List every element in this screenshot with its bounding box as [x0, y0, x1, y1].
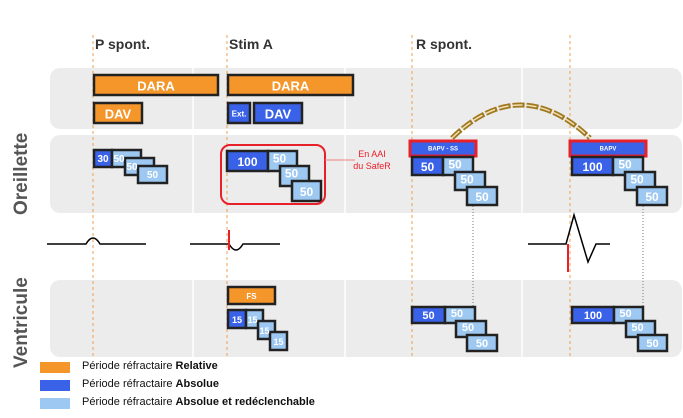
atrium-p-abs-label: 30 [97, 154, 109, 165]
annotation-line2: du SafeR [353, 161, 391, 171]
atrium-r1-retrig-3 [465, 185, 499, 207]
annotation-line1: En AAI [358, 149, 386, 159]
atrium-stim-retrig-2-label: 50 [285, 167, 299, 181]
ventricle-r1-retrig-1-label: 50 [451, 308, 463, 320]
ext-block-label: Ext. [232, 110, 247, 119]
dara-block-stim [226, 73, 355, 97]
atrium-p-retrig-3-label: 50 [147, 170, 159, 181]
atrium-stim-abs-label: 100 [237, 155, 257, 169]
ventricle-r1-retrig-3-label: 50 [476, 338, 488, 350]
legend-retriggerable-prefix: Période réfractaire [82, 396, 176, 408]
dav-block-p-label: DAV [105, 107, 132, 122]
fs-block [226, 285, 277, 306]
ventricle-r1-abs-label: 50 [422, 310, 434, 322]
atrium-stim-retrig-1-label: 50 [273, 152, 287, 166]
atrium-stim-retrig-3-label: 50 [300, 185, 314, 199]
ventricle-r2-retrig-3 [636, 333, 669, 353]
stim-wave [190, 243, 280, 251]
safer-highlight-box [220, 144, 326, 205]
atrium-r1-retrig-1-label: 50 [448, 158, 462, 172]
atrium-r2-retrig-1-label: 50 [618, 158, 632, 172]
ventricle-stim-retrig-1-label: 15 [247, 315, 257, 325]
bapv-ss-badge-label: BAPV - SS [428, 147, 458, 153]
ventricle-panel [50, 280, 682, 357]
legend-retriggerable-keyword: Absolue et redéclenchable [175, 396, 315, 408]
ventricle-r1-retrig-2-label: 50 [462, 322, 474, 334]
legend-swatch-retriggerable [40, 398, 70, 409]
legend-absolute-keyword: Absolue [175, 378, 219, 390]
p-wave [47, 237, 146, 245]
ecg-waveforms [47, 212, 610, 265]
atrium-r1-retrig-3-label: 50 [475, 190, 489, 204]
atrium-r1-abs-label: 50 [421, 160, 435, 174]
column-r-spont: R spont. [416, 36, 472, 52]
atrium-r2-retrig-2-label: 50 [630, 173, 644, 187]
dara-block-p [92, 73, 220, 97]
ext-block [226, 101, 252, 125]
ventricle-r1-retrig-3 [465, 333, 499, 353]
ventricle-label: Ventricule [11, 277, 32, 368]
atrium-r2-abs-label: 100 [582, 160, 602, 174]
ventricle-stim-abs-label: 15 [232, 315, 242, 325]
atrium-p-retrig-1-label: 50 [113, 154, 125, 165]
legend-absolute: Période réfractaire Absolue [82, 378, 219, 390]
bapv-badge-label: BAPV [600, 147, 617, 153]
chain-highlight [451, 104, 591, 139]
legend-retriggerable: Période réfractaire Absolue et redéclenc… [82, 396, 315, 408]
dara-block-p-label: DARA [137, 79, 175, 94]
legend-relative-prefix: Période réfractaire [82, 360, 176, 372]
dav-block-stim-label: DAV [265, 107, 292, 122]
ventricle-r2-abs-label: 100 [584, 310, 602, 322]
legend-relative-keyword: Relative [175, 360, 218, 372]
atrium-panel-bottom [50, 135, 682, 213]
atrium-r2-retrig-3 [635, 185, 669, 207]
dav-block-p [92, 101, 144, 125]
atrium-label: Oreillette [11, 133, 32, 215]
legend-relative: Période réfractaire Relative [82, 360, 218, 372]
atrium-p-retrig-3 [136, 164, 169, 185]
atrium-r1-retrig-2-label: 50 [460, 173, 474, 187]
atrium-r2-retrig-3-label: 50 [645, 190, 659, 204]
r-wave [528, 212, 610, 265]
ventricle-stim-retrig-2-label: 15 [259, 326, 269, 336]
legend-swatch-relative [40, 362, 70, 373]
column-stim-a: Stim A [229, 36, 273, 52]
ventricle-r2-retrig-1-label: 50 [619, 308, 631, 320]
legend-swatch-absolute [40, 380, 70, 391]
ventricle-r2-retrig-3-label: 50 [646, 338, 658, 350]
legend-absolute-prefix: Période réfractaire [82, 378, 176, 390]
period-blocks [92, 73, 669, 353]
ventricle-stim-retrig-3 [268, 330, 289, 352]
ventricle-stim-retrig-3-label: 15 [273, 337, 283, 347]
column-p-spont: P spont. [95, 36, 150, 52]
dara-block-stim-label: DARA [272, 79, 310, 94]
dav-block-stim [252, 101, 304, 125]
atrium-p-retrig-2-label: 50 [126, 162, 138, 173]
fs-block-label: FS [246, 292, 257, 301]
atrium-stim-retrig-3 [290, 179, 323, 203]
ventricle-r2-retrig-2-label: 50 [631, 322, 643, 334]
